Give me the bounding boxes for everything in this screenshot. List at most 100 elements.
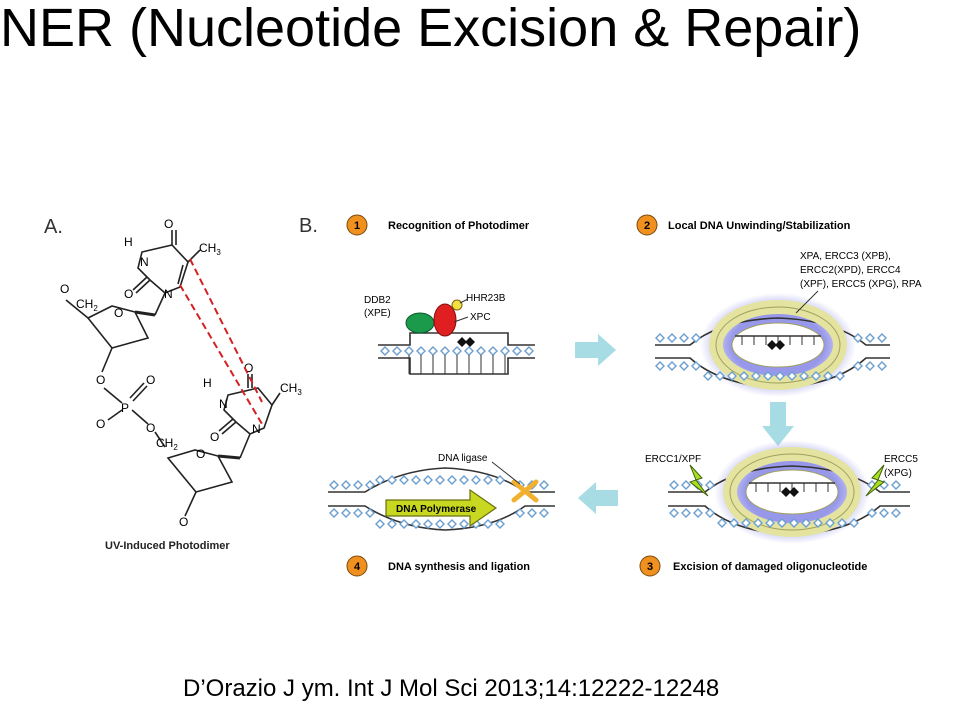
- nucleotide-base: [440, 346, 450, 356]
- upper-thymine: [132, 230, 201, 316]
- step-1-diagram: DDB2 (XPE) HHR23B XPC: [364, 293, 535, 375]
- nucleotide-base: [705, 480, 715, 490]
- lower-thymine: [218, 374, 281, 459]
- ligase-label: DNA ligase: [438, 453, 488, 464]
- nucleotide-base: [813, 518, 823, 528]
- phosphate-group: [103, 382, 149, 425]
- nucleotide-base: [488, 346, 498, 356]
- nucleotide-base: [717, 518, 727, 528]
- nucleotide-base: [741, 518, 751, 528]
- nucleotide-base: [392, 346, 402, 356]
- nucleotide-base: [411, 475, 421, 485]
- nucleotide-base: [512, 346, 522, 356]
- nucleotide-base: [380, 346, 390, 356]
- nucleotide-base: [416, 346, 426, 356]
- nucleotide-base: [865, 333, 875, 343]
- nucleotide-base: [524, 346, 534, 356]
- lower-sugar: [154, 431, 241, 517]
- nucleotide-base: [703, 371, 713, 381]
- photodimer-lesion: [767, 340, 785, 350]
- dna-polymerase: [385, 488, 498, 528]
- nucleotide-base: [811, 371, 821, 381]
- step-2-header: 2 Local DNA Unwinding/Stabilization: [636, 214, 851, 236]
- nucleotide-base: [476, 346, 486, 356]
- atom-h: H: [203, 376, 212, 390]
- nucleotide-base: [705, 508, 715, 518]
- panel-a-letter: A.: [44, 216, 63, 238]
- nucleotide-base: [825, 518, 835, 528]
- atom-o: O: [146, 421, 155, 435]
- nucleotide-base: [365, 480, 375, 490]
- ddb2-label: (XPE): [364, 308, 391, 319]
- dna-strand-top: [668, 465, 910, 493]
- atom-o: O: [96, 373, 105, 387]
- nucleotide-base: [715, 371, 725, 381]
- atom-p: P: [121, 401, 129, 415]
- nucleotide-base: [751, 371, 761, 381]
- nucleotide-base: [539, 508, 549, 518]
- step-3-diagram: ERCC1/XPF ERCC5 (XPG): [645, 440, 918, 544]
- nucleotide-base: [787, 371, 797, 381]
- step-number: 3: [647, 561, 653, 573]
- nucleotide-base: [375, 519, 385, 529]
- atom-o: O: [210, 430, 219, 444]
- nucleotide-base: [849, 518, 859, 528]
- nucleotide-base: [387, 519, 397, 529]
- atom-o: O: [60, 282, 69, 296]
- dimer-bond: [179, 284, 263, 425]
- step-label: DNA synthesis and ligation: [388, 561, 530, 573]
- nucleotide-base: [753, 518, 763, 528]
- upper-sugar: [65, 299, 156, 373]
- ddb2-protein: [405, 312, 435, 334]
- atom-o: O: [244, 361, 253, 375]
- nucleotide-base: [539, 480, 549, 490]
- nucleotide-base: [471, 475, 481, 485]
- atom-o: O: [179, 515, 188, 529]
- atom-o: O: [196, 447, 205, 461]
- step-1-header: 1 Recognition of Photodimer: [346, 214, 530, 236]
- atom-n: N: [219, 397, 228, 411]
- nucleotide-base: [691, 333, 701, 343]
- nucleotide-base: [823, 371, 833, 381]
- nucleotide-base: [464, 346, 474, 356]
- panel-b: B. 1 Recognition of Photodimer 2 Local D…: [299, 214, 922, 577]
- nucleotide-base: [447, 519, 457, 529]
- nucleotide-base: [877, 361, 887, 371]
- nucleotide-base: [801, 518, 811, 528]
- nucleotide-base: [341, 508, 351, 518]
- nucleotide-base: [865, 361, 875, 371]
- nucleotide-base: [423, 475, 433, 485]
- nucleotide-base: [404, 346, 414, 356]
- panel-a: A. O H N CH3 O N O CH2 O O: [44, 216, 302, 552]
- xpc-label: XPC: [470, 312, 491, 323]
- nucleotide-base: [527, 508, 537, 518]
- tfiih-label: XPA, ERCC3 (XPB),: [800, 251, 891, 262]
- nucleotide-base: [655, 361, 665, 371]
- atom-ch2: CH2: [156, 436, 178, 452]
- ercc5-label: ERCC5: [884, 454, 918, 465]
- nucleotide-base: [667, 361, 677, 371]
- step-3-header: 3 Excision of damaged oligonucleotide: [639, 555, 867, 577]
- nucleotide-base: [669, 480, 679, 490]
- nucleotide-base: [483, 475, 493, 485]
- nucleotide-base: [411, 519, 421, 529]
- atom-o: O: [96, 417, 105, 431]
- step-number: 4: [354, 561, 361, 573]
- slide-title: NER (Nucleotide Excision & Repair): [0, 0, 862, 58]
- incision-bolt-icon: [865, 464, 886, 497]
- atom-n: N: [252, 422, 261, 436]
- panel-a-caption: UV-Induced Photodimer: [105, 540, 230, 552]
- nucleotide-base: [341, 480, 351, 490]
- nucleotide-base: [387, 475, 397, 485]
- nucleotide-base: [447, 475, 457, 485]
- nucleotide-base: [375, 475, 385, 485]
- nucleotide-base: [853, 361, 863, 371]
- nucleotide-base: [459, 519, 469, 529]
- nucleotide-base: [435, 475, 445, 485]
- nucleotide-base: [891, 508, 901, 518]
- step-number: 2: [644, 220, 650, 232]
- nucleotide-base: [837, 518, 847, 528]
- ercc5-label: (XPG): [884, 468, 912, 479]
- nucleotide-base: [679, 333, 689, 343]
- nucleotide-base: [679, 361, 689, 371]
